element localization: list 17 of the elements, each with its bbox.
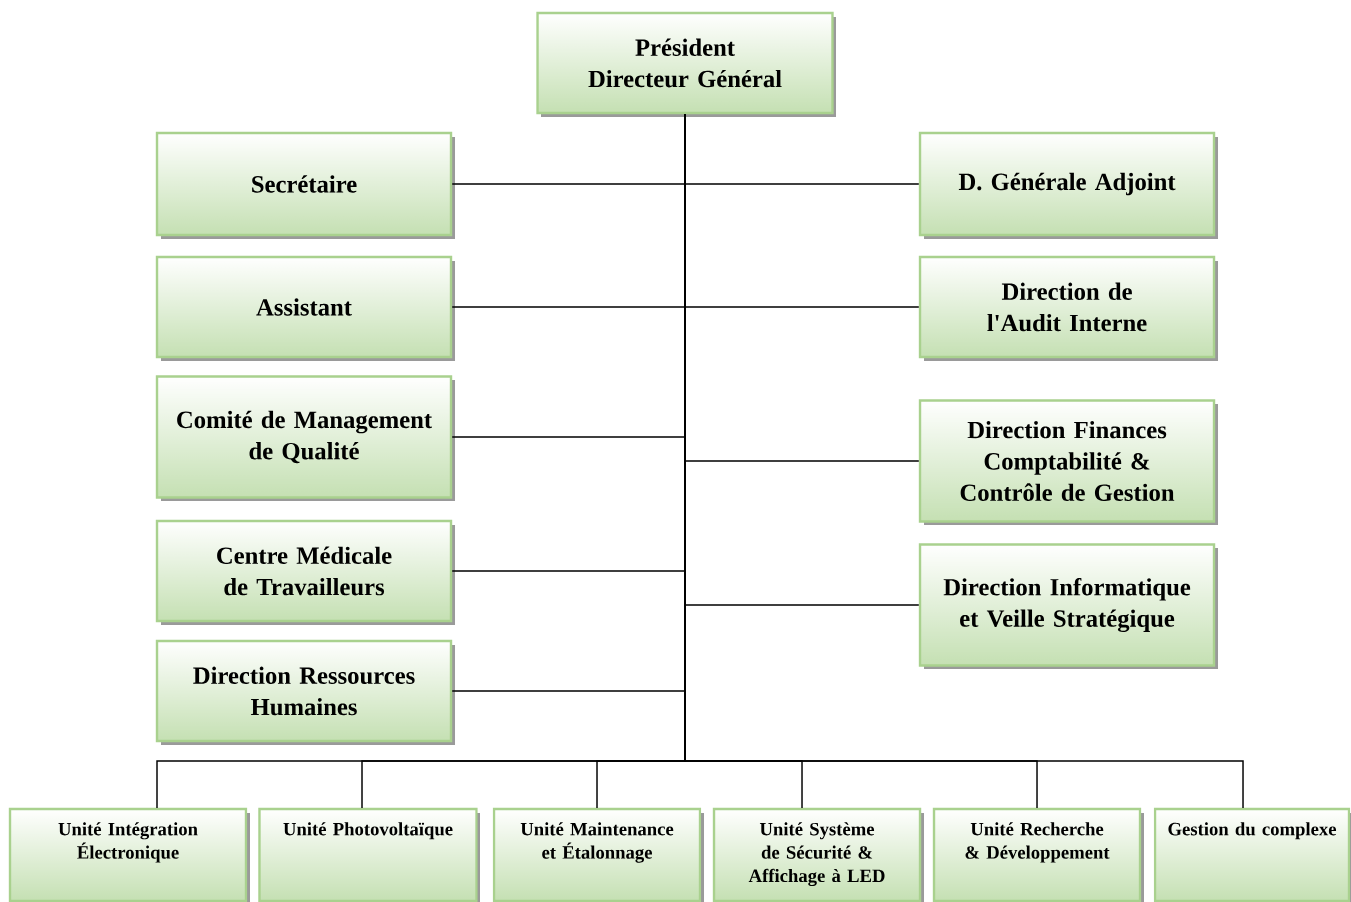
org-box: Direction Informatique et Veille Stratégique	[918, 543, 1218, 669]
org-box: Comité de Management de Qualité	[155, 375, 455, 501]
org-box: Centre Médicale de Travailleurs	[155, 519, 455, 625]
connector-line	[684, 113, 1244, 809]
org-box: Unité Recherche & Développement	[932, 807, 1144, 902]
org-box: Direction de l'Audit Interne	[918, 255, 1218, 361]
org-box: D. Générale Adjoint	[918, 131, 1218, 239]
org-box: Unité Photovoltaïque	[258, 807, 480, 902]
org-box: Secrétaire	[155, 131, 455, 239]
org-box: Direction Ressources Humaines	[155, 639, 455, 745]
org-box: Gestion du complexe	[1153, 807, 1351, 902]
org-box: Président Directeur Général	[536, 11, 836, 117]
org-box: Unité Intégration Électronique	[8, 807, 250, 902]
org-box: Direction Finances Comptabilité & Contrôle de Gestion	[918, 399, 1218, 525]
org-box: Unité Maintenance et Étalonnage	[492, 807, 704, 902]
org-box: Assistant	[155, 255, 455, 361]
org-box: Unité Système de Sécurité & Affichage à LED	[712, 807, 924, 902]
